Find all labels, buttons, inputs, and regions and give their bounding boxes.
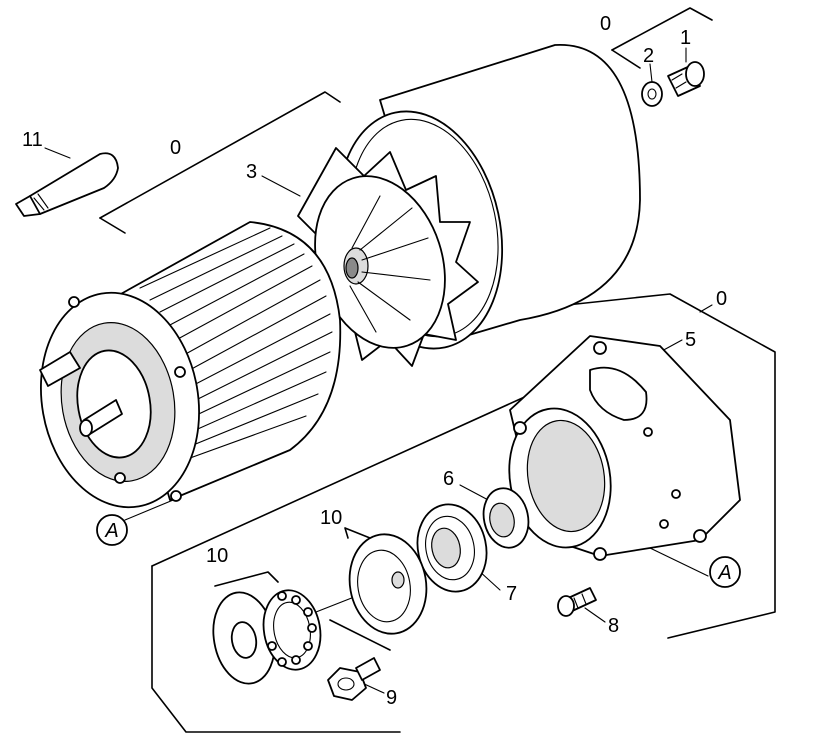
callout-9: 9 xyxy=(386,687,397,709)
thrust-bearing-part-10 xyxy=(262,589,322,671)
callout-3: 3 xyxy=(246,161,257,183)
callout-labels: 0 1 2 11 0 3 0 5 6 10 10 7 8 9 xyxy=(22,13,727,709)
callout-0-top: 0 xyxy=(600,13,611,35)
callout-0-left: 0 xyxy=(170,137,181,159)
svg-text:A: A xyxy=(104,520,118,542)
reference-marker-a-left: A xyxy=(96,514,128,546)
bearing-part-7 xyxy=(416,503,488,593)
fan-impeller xyxy=(297,147,479,367)
callout-6: 6 xyxy=(443,468,454,490)
callout-0-right: 0 xyxy=(716,288,727,310)
callout-5: 5 xyxy=(685,329,696,351)
callout-7: 7 xyxy=(506,583,517,605)
bracket-lines xyxy=(99,7,776,733)
callout-11: 11 xyxy=(22,129,43,151)
reference-marker-a-right: A xyxy=(709,556,741,588)
seal-ring-part-6 xyxy=(482,487,530,549)
washer-part-2 xyxy=(641,81,663,107)
svg-text:A: A xyxy=(717,562,731,584)
callout-1: 1 xyxy=(680,27,691,49)
screw-part-8 xyxy=(557,587,597,617)
bolt-part-9 xyxy=(327,657,381,701)
leader-lines xyxy=(44,47,713,694)
screw-part-1 xyxy=(667,61,705,97)
callout-10-left: 10 xyxy=(206,545,228,567)
motor-housing xyxy=(508,335,741,561)
motor-stator xyxy=(39,221,342,509)
grease-tube xyxy=(15,152,119,217)
cup-washer-part-10 xyxy=(348,533,428,635)
callout-8: 8 xyxy=(608,615,619,637)
callout-10-top: 10 xyxy=(320,507,342,529)
callout-2: 2 xyxy=(643,45,654,67)
